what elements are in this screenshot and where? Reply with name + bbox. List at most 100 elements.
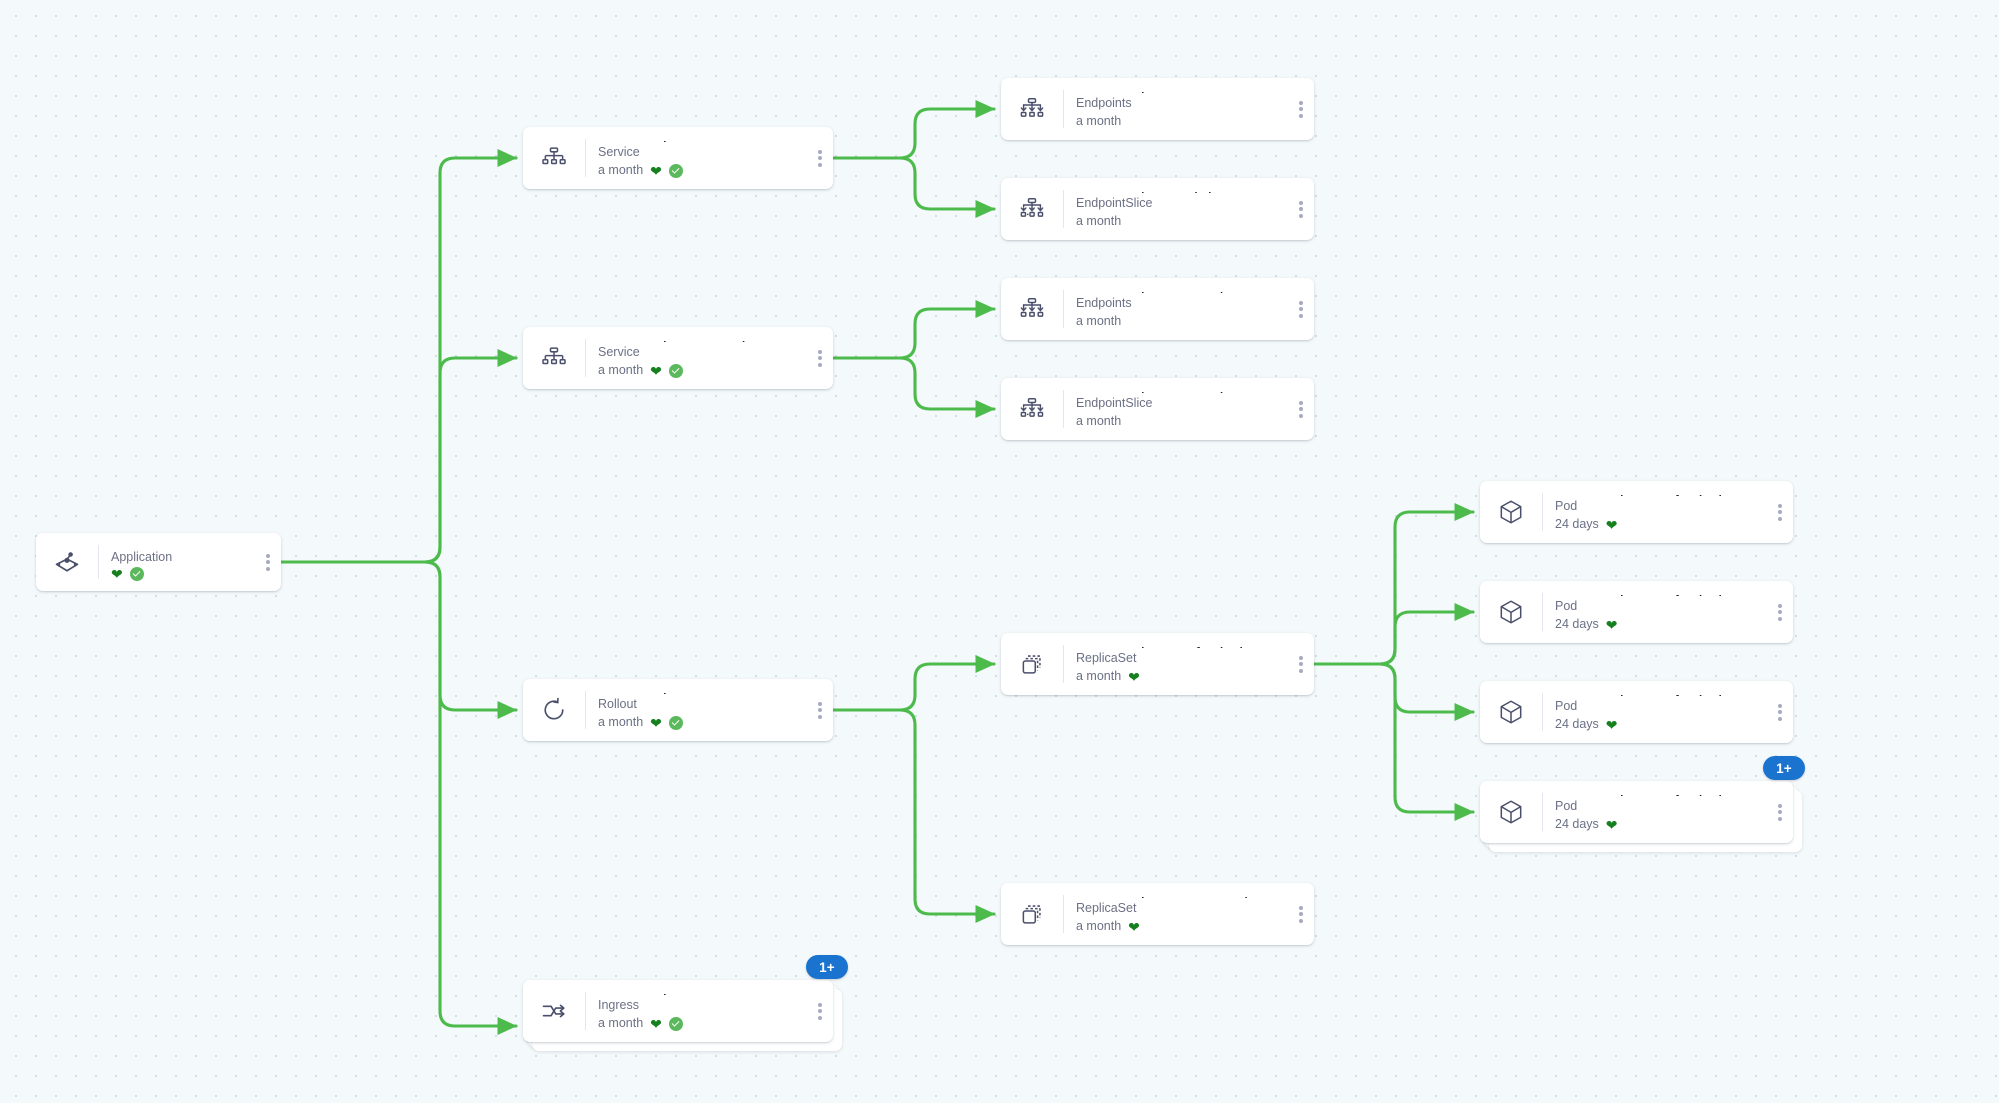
node-age: a month: [1076, 114, 1122, 128]
node-title: canary-demo: [598, 690, 807, 694]
node-age: a month: [1076, 414, 1122, 428]
divider: [1542, 593, 1543, 631]
endpointslice-icon: [1001, 378, 1063, 440]
divider: [585, 139, 586, 177]
ingress-icon: [523, 980, 585, 1042]
health-heart-icon: ❤: [1605, 816, 1618, 833]
replicaset-icon: [1001, 883, 1063, 945]
node-endpoints-preview[interactable]: canary-demo-preview Endpoints a month: [1001, 278, 1314, 340]
node-title: canary-demo: [1076, 89, 1288, 93]
health-heart-icon: ❤: [1605, 616, 1618, 633]
node-menu-button[interactable]: [807, 327, 833, 389]
node-age: a month: [1076, 669, 1122, 683]
node-endpointslice-preview[interactable]: canary-demo-preview-v... EndpointSlice a…: [1001, 378, 1314, 440]
health-heart-icon: ❤: [650, 1015, 662, 1032]
node-age: a month: [598, 715, 644, 729]
node-replicaset-old[interactable]: canary-demo-967754b4c ReplicaSet a month…: [1001, 883, 1314, 945]
ingress-more-badge[interactable]: 1+: [806, 955, 848, 979]
node-kind: ReplicaSet: [1076, 651, 1137, 665]
node-menu-button[interactable]: [807, 127, 833, 189]
node-menu-button[interactable]: [1767, 681, 1793, 743]
divider: [1542, 793, 1543, 831]
node-kind: Endpoints: [1076, 96, 1132, 110]
node-kind: Pod: [1555, 699, 1578, 713]
node-kind: Service: [598, 345, 640, 359]
node-ingress[interactable]: canary-demo Ingress a month ❤: [523, 980, 842, 1051]
service-icon: [523, 127, 585, 189]
node-menu-button[interactable]: [807, 980, 833, 1042]
node-age: a month: [1076, 214, 1122, 228]
node-menu-button[interactable]: [1288, 883, 1314, 945]
divider: [1542, 693, 1543, 731]
node-menu-button[interactable]: [1288, 278, 1314, 340]
divider: [98, 545, 99, 579]
node-kind: Ingress: [598, 998, 639, 1012]
sync-check-icon: [668, 715, 683, 730]
node-pod-1[interactable]: canary-demo-7f89b8b97... Pod 24 days ❤: [1480, 481, 1793, 543]
node-menu-button[interactable]: [1767, 481, 1793, 543]
node-menu-button[interactable]: [255, 533, 281, 591]
pods-more-badge[interactable]: 1+: [1763, 756, 1805, 780]
node-pod-2[interactable]: canary-demo-7f89b8b97... Pod 24 days ❤: [1480, 581, 1793, 643]
node-age: a month: [1076, 919, 1122, 933]
sync-check-icon: [668, 1016, 683, 1031]
endpoints-icon: [1001, 278, 1063, 340]
sync-check-icon: [668, 163, 683, 178]
node-title: canary-demo: [598, 138, 807, 142]
node-age: a month: [1076, 314, 1122, 328]
divider: [1063, 390, 1064, 428]
health-heart-icon: ❤: [650, 362, 662, 379]
endpointslice-icon: [1001, 178, 1063, 240]
pod-icon: [1480, 781, 1542, 843]
node-title: canary-demo-7f89b8b97...: [1555, 592, 1767, 596]
node-menu-button[interactable]: [1288, 378, 1314, 440]
divider: [1063, 290, 1064, 328]
node-application[interactable]: canary-demo Application ❤: [36, 533, 281, 591]
node-title: canary-demo-7f89b8b978: [1076, 644, 1288, 648]
divider: [1063, 190, 1064, 228]
node-pod-3[interactable]: canary-demo-7f89b8b97... Pod 24 days ❤: [1480, 681, 1793, 743]
node-kind: Application: [111, 550, 173, 564]
node-rollout[interactable]: canary-demo Rollout a month ❤: [523, 679, 833, 741]
node-menu-button[interactable]: [1288, 178, 1314, 240]
node-menu-button[interactable]: [1288, 633, 1314, 695]
node-title: canary-demo-preview: [1076, 289, 1288, 293]
node-title: canary-demo-7f89b8b97...: [1555, 492, 1767, 496]
node-menu-button[interactable]: [1767, 581, 1793, 643]
node-title: canary-demo: [598, 991, 807, 995]
node-menu-button[interactable]: [1767, 781, 1793, 843]
pod-icon: [1480, 581, 1542, 643]
node-service[interactable]: canary-demo Service a month ❤: [523, 127, 833, 189]
divider: [1542, 493, 1543, 531]
node-endpoints[interactable]: canary-demo Endpoints a month: [1001, 78, 1314, 140]
node-kind: EndpointSlice: [1076, 396, 1153, 410]
node-title: canary-demo-7f89b8b97...: [1555, 792, 1767, 796]
node-title: canary-demo-967754b4c: [1076, 894, 1288, 898]
node-service-preview[interactable]: canary-demo-preview Service a month ❤: [523, 327, 833, 389]
endpoints-icon: [1001, 78, 1063, 140]
node-menu-button[interactable]: [1288, 78, 1314, 140]
node-menu-button[interactable]: [807, 679, 833, 741]
sync-check-icon: [668, 363, 683, 378]
node-title: canary-demo-preview: [598, 338, 807, 342]
node-replicaset-stable[interactable]: canary-demo-7f89b8b978 ReplicaSet a mont…: [1001, 633, 1314, 695]
divider: [585, 992, 586, 1030]
divider: [1063, 90, 1064, 128]
health-heart-icon: ❤: [1128, 918, 1140, 935]
node-age: 24 days: [1555, 617, 1599, 631]
divider: [585, 339, 586, 377]
node-title: canary-demo-preview-v...: [1076, 389, 1288, 393]
node-kind: Pod: [1555, 499, 1578, 513]
node-age: 24 days: [1555, 717, 1599, 731]
health-heart-icon: ❤: [650, 714, 662, 731]
node-pod-4[interactable]: canary-demo-7f89b8b97... Pod 24 days ❤: [1480, 781, 1802, 852]
node-age: a month: [598, 163, 644, 177]
node-kind: Pod: [1555, 799, 1578, 813]
node-kind: Service: [598, 145, 640, 159]
node-age: a month: [598, 1016, 644, 1030]
node-endpointslice[interactable]: canary-demo-clpjw EndpointSlice a month: [1001, 178, 1314, 240]
health-heart-icon: ❤: [1605, 516, 1618, 533]
node-age: a month: [598, 363, 644, 377]
